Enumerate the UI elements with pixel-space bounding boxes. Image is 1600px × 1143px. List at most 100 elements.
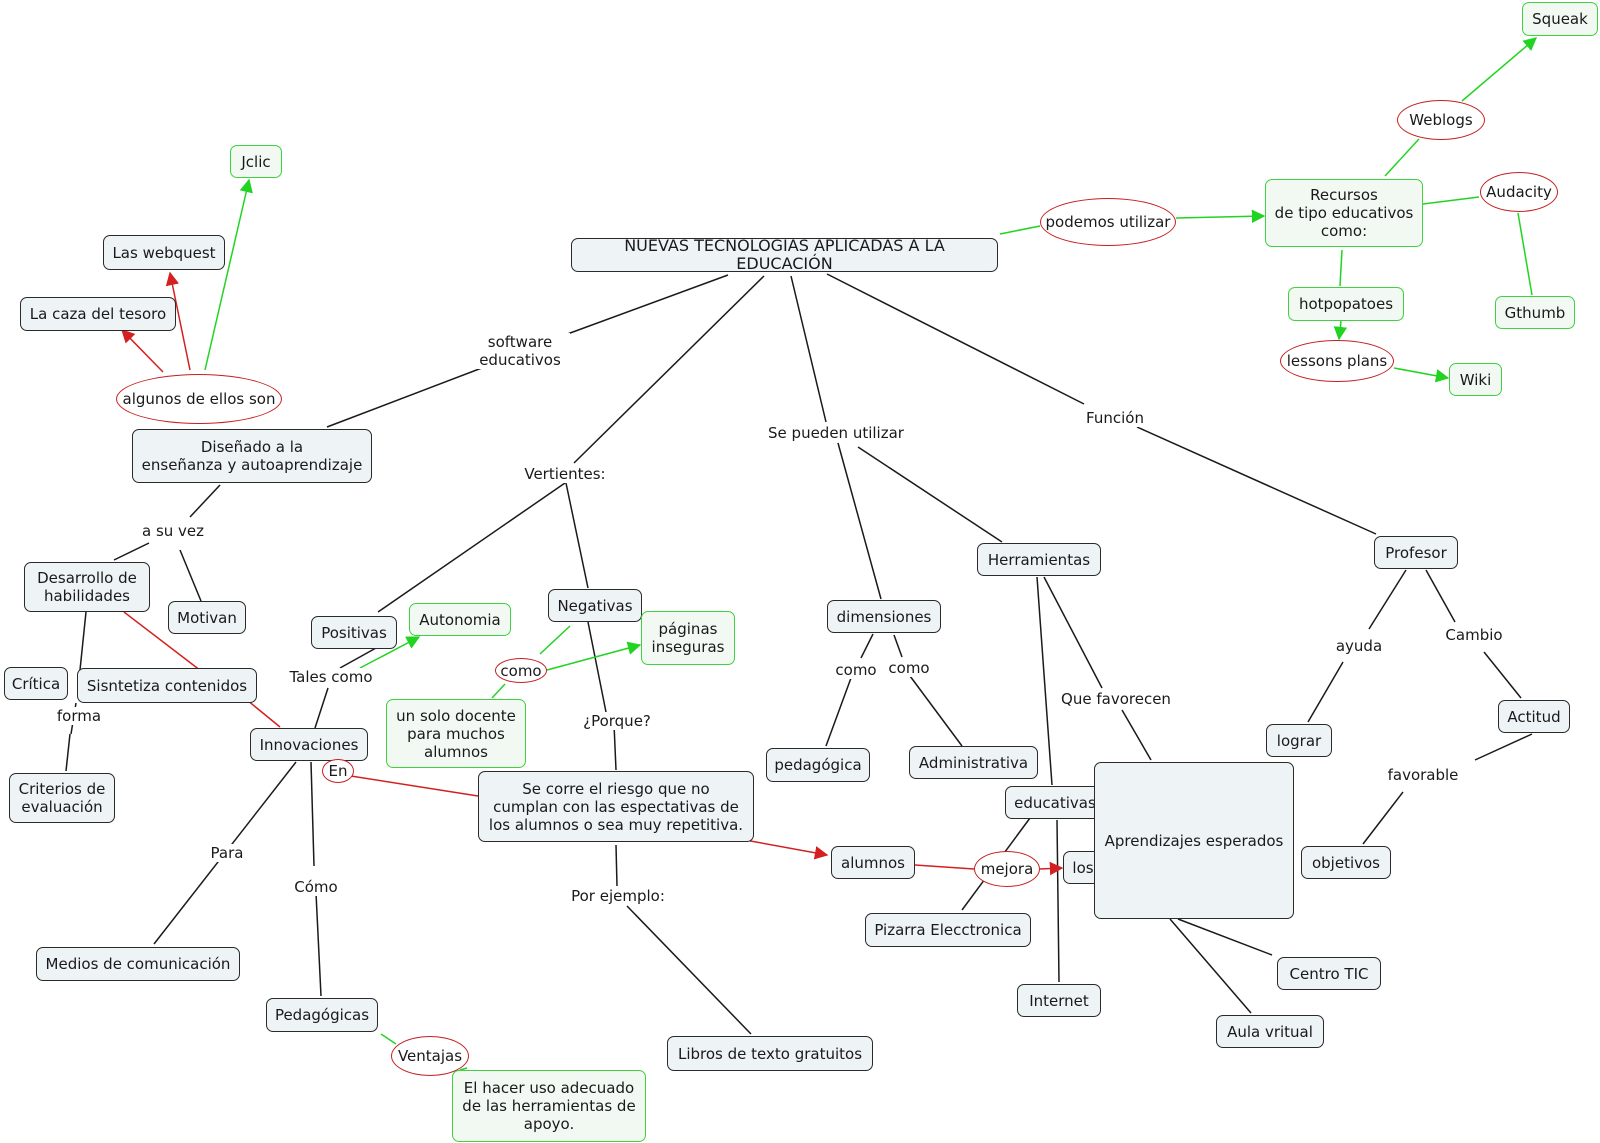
main-topic-node[interactable]: NUEVAS TECNOLOGIAS APLICADAS A LA EDUCAC… [571, 237, 998, 273]
lograr-node[interactable]: lograr [1266, 724, 1332, 757]
connector-line-19 [310, 761, 315, 867]
profesor-node[interactable]: Profesor [1374, 536, 1458, 569]
green-link-50 [204, 178, 253, 371]
green-link-53 [1384, 138, 1420, 177]
squeak-node[interactable]: Squeak [1522, 2, 1598, 36]
red-link-45 [744, 839, 829, 860]
hotpopatoes-node[interactable]: hotpopatoes [1288, 287, 1404, 321]
pedagogica-node[interactable]: pedagógica [766, 748, 870, 782]
connector-line-38 [1425, 569, 1456, 623]
como-innov-label: Cómo [290, 878, 342, 896]
ventajas-oval[interactable]: Ventajas [391, 1036, 469, 1076]
wiki-node[interactable]: Wiki [1449, 363, 1502, 396]
a-su-vez-label: a su vez [136, 522, 210, 540]
pizarra-node[interactable]: Pizarra Elecctronica [865, 913, 1031, 947]
por-ejemplo-label: Por ejemplo: [566, 887, 670, 905]
red-link-49 [246, 699, 281, 728]
connector-line-31 [1121, 709, 1152, 761]
lessons-plans-oval[interactable]: lessons plans [1280, 340, 1394, 382]
connector-line-40 [1474, 733, 1533, 761]
libros-node[interactable]: Libros de texto gratuitos [667, 1036, 873, 1071]
caza-tesoro-node[interactable]: La caza del tesoro [20, 297, 176, 331]
red-link-43 [121, 329, 164, 373]
dimensiones-node[interactable]: dimensiones [827, 600, 941, 633]
red-link-48 [123, 611, 206, 675]
connector-line-39 [1483, 651, 1522, 699]
connector-line-20 [315, 892, 322, 997]
webquest-node[interactable]: Las webquest [103, 235, 225, 270]
jclic-node[interactable]: Jclic [230, 145, 282, 178]
connector-line-13 [79, 611, 87, 671]
internet-node[interactable]: Internet [1017, 984, 1101, 1017]
como-dim-label-1: como [831, 661, 881, 679]
connector-line-6 [837, 442, 882, 600]
educativas-node[interactable]: educativas [1005, 786, 1105, 819]
pedagogicas-node[interactable]: Pedagógicas [266, 998, 378, 1032]
positivas-node[interactable]: Positivas [311, 616, 397, 649]
connector-line-36 [1368, 569, 1407, 630]
recursos-node[interactable]: Recursos de tipo educativos como: [1265, 179, 1423, 247]
audacity-oval[interactable]: Audacity [1480, 172, 1558, 212]
objetivos-node[interactable]: objetivos [1301, 846, 1391, 879]
negativas-node[interactable]: Negativas [548, 589, 642, 622]
green-link-55 [1422, 196, 1480, 205]
como-oval[interactable]: como [495, 658, 547, 683]
favorable-label: favorable [1380, 766, 1466, 784]
green-link-62 [546, 641, 642, 671]
alumnos-node[interactable]: alumnos [831, 846, 915, 879]
actitud-node[interactable]: Actitud [1498, 700, 1570, 733]
en-oval[interactable]: En [322, 759, 354, 783]
sisntetiza-node[interactable]: Sisntetiza contenidos [77, 668, 257, 703]
critica-node[interactable]: Crítica [4, 667, 68, 700]
connector-line-17 [314, 687, 329, 729]
herramientas-node[interactable]: Herramientas [977, 543, 1101, 576]
connector-line-41 [1362, 791, 1404, 845]
administrativa-node[interactable]: Administrativa [909, 746, 1038, 779]
docente-node[interactable]: un solo docente para muchos alumnos [386, 699, 526, 768]
que-favorecen-label: Que favorecen [1055, 690, 1177, 708]
connector-line-2 [573, 275, 765, 464]
funcion-label: Función [1080, 409, 1150, 427]
red-link-46 [914, 864, 975, 870]
para-label: Para [204, 844, 250, 862]
aula-virtual-node[interactable]: Aula vritual [1216, 1015, 1324, 1048]
connector-line-15 [65, 733, 71, 772]
green-link-57 [1339, 249, 1343, 287]
podemos-utilizar-oval[interactable]: podemos utilizar [1040, 198, 1176, 246]
cambio-label: Cambio [1440, 626, 1508, 644]
desarrollo-node[interactable]: Desarrollo de habilidades [24, 562, 150, 612]
connector-line-0 [561, 274, 729, 337]
connector-line-9 [1136, 426, 1377, 535]
mejora-oval[interactable]: mejora [974, 851, 1040, 887]
connector-line-37 [1307, 661, 1344, 723]
motivan-node[interactable]: Motivan [168, 601, 246, 634]
connector-line-23 [615, 844, 618, 887]
green-link-51 [999, 225, 1041, 235]
se-pueden-utilizar-label: Se pueden utilizar [762, 424, 910, 442]
connector-line-27 [893, 634, 903, 658]
medios-node[interactable]: Medios de comunicación [36, 947, 240, 981]
connector-line-25 [860, 633, 874, 659]
red-link-44 [337, 773, 479, 797]
green-link-59 [1393, 367, 1450, 383]
hacer-uso-node[interactable]: El hacer uso adecuado de las herramienta… [452, 1070, 646, 1142]
disenado-node[interactable]: Diseñado a la enseñanza y autoaprendizaj… [132, 429, 372, 483]
gthumb-node[interactable]: Gthumb [1495, 296, 1575, 329]
connector-line-5 [790, 275, 827, 423]
autonomia-node[interactable]: Autonomia [409, 603, 511, 636]
aprendizajes-node[interactable]: Aprendizajes esperados [1094, 762, 1294, 919]
red-link-42 [165, 271, 191, 371]
green-link-64 [380, 1033, 397, 1045]
algunos-de-ellos-oval[interactable]: algunos de ellos son [116, 374, 282, 424]
riesgo-node[interactable]: Se corre el riesgo que no cumplan con la… [478, 771, 754, 842]
criterios-node[interactable]: Criterios de evaluación [9, 773, 115, 823]
centro-tic-node[interactable]: Centro TIC [1277, 957, 1381, 990]
connector-line-8 [826, 273, 1085, 405]
paginas-inseguras-node[interactable]: páginas inseguras [641, 611, 735, 665]
connector-line-30 [1043, 576, 1103, 689]
red-link-47 [1039, 861, 1064, 876]
weblogs-oval[interactable]: Weblogs [1397, 100, 1485, 140]
innovaciones-node[interactable]: Innovaciones [250, 728, 368, 761]
